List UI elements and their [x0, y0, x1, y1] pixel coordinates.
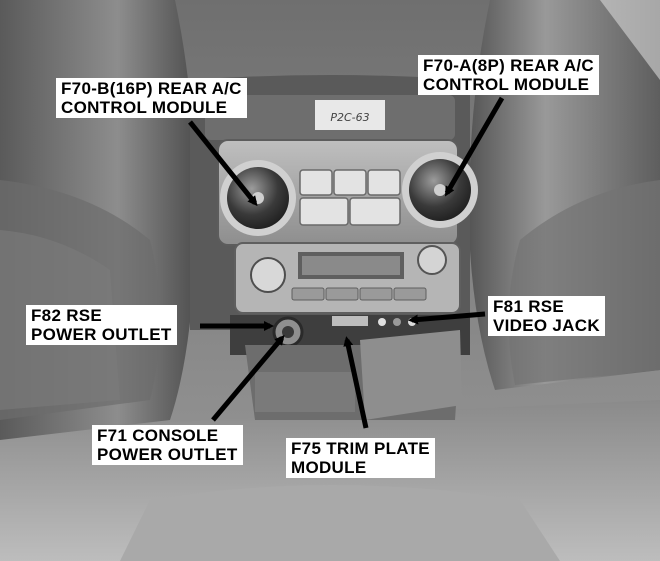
- sticker-label: P2C-63: [330, 111, 369, 124]
- callout-f70a-line2: CONTROL MODULE: [423, 75, 590, 94]
- callout-f75: F75 TRIM PLATE MODULE: [286, 438, 435, 478]
- callout-f70b: F70-B(16P) REAR A/C CONTROL MODULE: [56, 78, 247, 118]
- callout-f70a-line1: F70-A(8P) REAR A/C: [423, 56, 595, 75]
- callout-f81: F81 RSE VIDEO JACK: [488, 296, 605, 336]
- callout-f82-line2: POWER OUTLET: [31, 325, 172, 344]
- callout-f82: F82 RSE POWER OUTLET: [26, 305, 177, 345]
- callout-f82-line1: F82 RSE: [31, 306, 103, 325]
- callout-f71-line1: F71 CONSOLE: [97, 426, 219, 445]
- callout-f70b-line2: CONTROL MODULE: [61, 98, 228, 117]
- callout-f81-line1: F81 RSE: [493, 297, 565, 316]
- callout-f70b-line1: F70-B(16P) REAR A/C: [61, 79, 242, 98]
- callout-f71: F71 CONSOLE POWER OUTLET: [92, 425, 243, 465]
- callout-f71-line2: POWER OUTLET: [97, 445, 238, 464]
- callout-f70a: F70-A(8P) REAR A/C CONTROL MODULE: [418, 55, 600, 95]
- callout-f75-line2: MODULE: [291, 458, 367, 477]
- callout-f75-line1: F75 TRIM PLATE: [291, 439, 430, 458]
- callout-f81-line2: VIDEO JACK: [493, 316, 600, 335]
